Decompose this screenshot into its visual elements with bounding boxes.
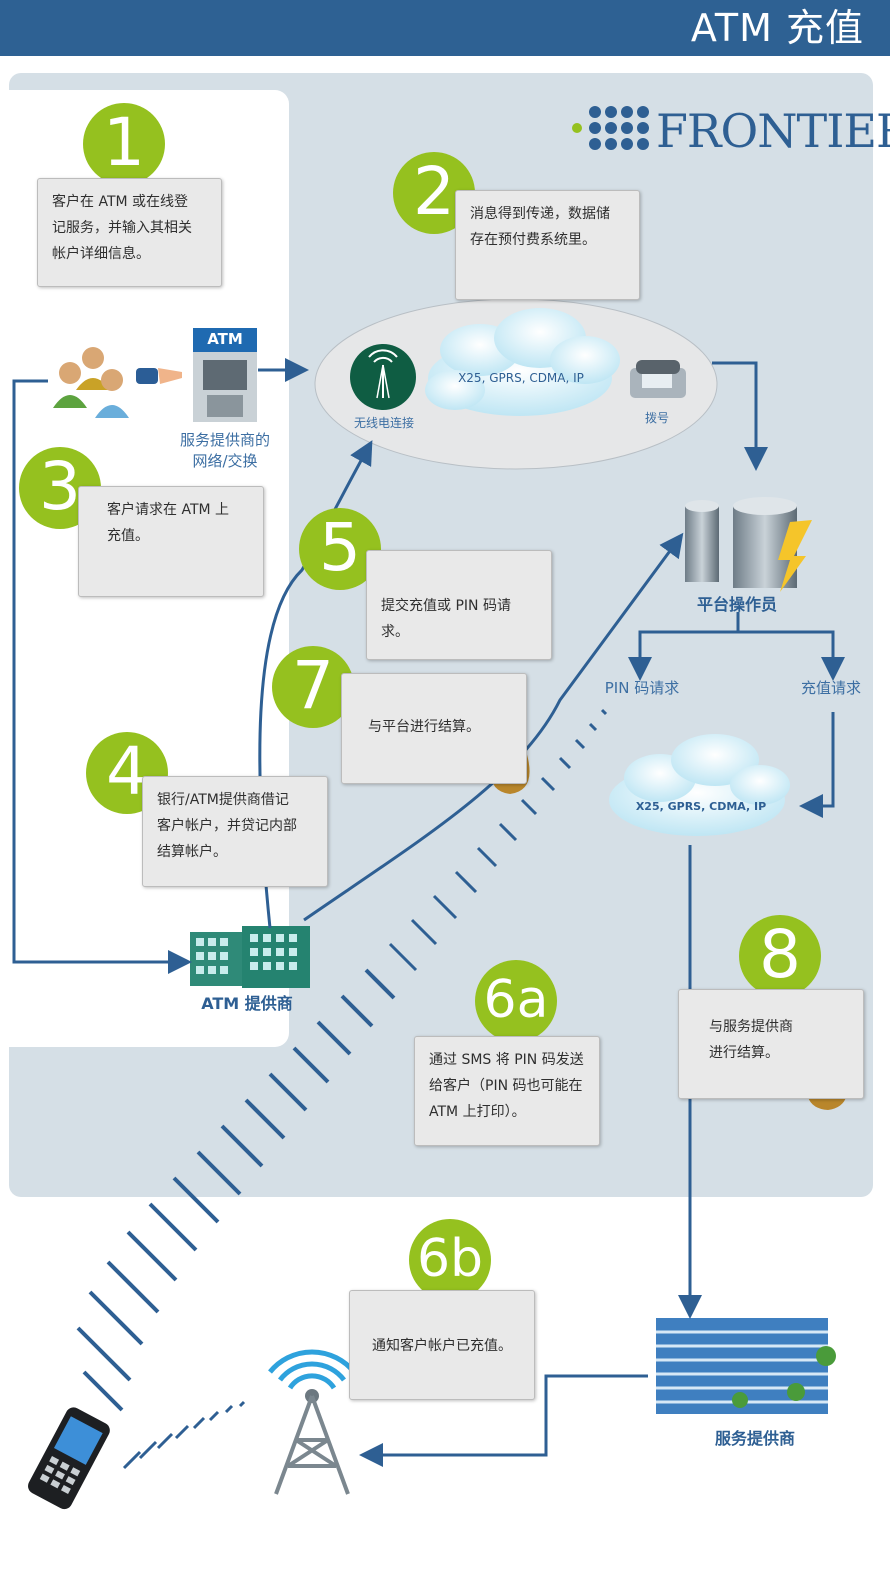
database-server-icon — [685, 497, 812, 592]
arrow-provider-to-tower — [359, 1374, 648, 1467]
step-6a-badge: 6a — [475, 960, 557, 1042]
cloud-icon — [609, 734, 790, 836]
arrow-topup-to-cloud — [799, 712, 835, 818]
step-1-badge: 1 — [83, 103, 165, 185]
step-3-box: 客户请求在 ATM 上 充值。 — [78, 486, 264, 597]
step-6b-box: 通知客户帐户已充值。 — [349, 1290, 535, 1400]
transmission-tower-icon — [268, 1349, 356, 1495]
cloud-icon — [425, 308, 620, 416]
arrow-loop-to-atm-provider — [12, 379, 192, 974]
platform-operator-label: 平台操作员 — [696, 595, 777, 614]
telephone-icon — [630, 360, 686, 398]
dialup-label: 拨号 — [644, 411, 669, 425]
page-title: ATM 充值 — [690, 6, 864, 50]
tower-to-phone-dashes — [122, 1400, 246, 1470]
logo-dots-icon — [572, 106, 649, 150]
step-7-box: 与平台进行结算。 — [341, 673, 527, 784]
step-5-box: 提交充值或 PIN 码请求。 — [366, 550, 552, 660]
step-7-badge: 7 — [272, 646, 354, 728]
pin-request-label: PIN 码请求 — [604, 679, 680, 697]
atm-provider-label: ATM 提供商 — [201, 994, 293, 1013]
logo-text: FRONTIER — [656, 104, 890, 158]
step-1-box: 客户在 ATM 或在线登 记服务，并输入其相关 帐户详细信息。 — [37, 178, 222, 287]
arrow-network-to-platform — [712, 361, 768, 471]
arrow-provider-to-platform — [303, 532, 684, 922]
customers-icon — [53, 347, 129, 418]
mobile-phone-icon — [28, 1407, 110, 1510]
provider-network-label: 服务提供商的 网络/交换 — [179, 431, 270, 470]
header-bar: ATM 充值 — [0, 0, 890, 56]
step-6a-box: 通过 SMS 将 PIN 码发送 给客户（PIN 码也可能在 ATM 上打印）。 — [414, 1036, 600, 1146]
wireless-label: 无线电连接 — [353, 416, 414, 430]
arrow-platform-split — [628, 612, 740, 681]
office-building-icon — [190, 926, 310, 988]
step-4-box: 银行/ATM提供商借记 客户帐户，并贷记内部 结算帐户。 — [142, 776, 328, 887]
step-6b-badge: 6b — [409, 1219, 491, 1301]
atm-sign-label: ATM — [207, 330, 243, 348]
hand-pointer-icon — [136, 368, 182, 384]
service-provider-label: 服务提供商 — [714, 1429, 795, 1448]
step-8-box: 与服务提供商 进行结算。 — [678, 989, 864, 1099]
step-8-badge: 8 — [739, 915, 821, 997]
atm-machine-icon — [193, 328, 257, 422]
network-cloud-label: X25, GPRS, CDMA, IP — [458, 371, 584, 385]
radio-tower-icon — [350, 344, 416, 410]
arrow-platform-split-right — [738, 630, 845, 681]
step-2-box: 消息得到传递，数据储 存在预付费系统里。 — [455, 190, 640, 300]
topup-request-label: 充值请求 — [800, 679, 861, 697]
frontier-logo: FRONTIER — [568, 100, 890, 162]
company-headquarters-icon — [656, 1318, 836, 1414]
sms-signal-dashes — [76, 708, 608, 1412]
cloud2-label: X25, GPRS, CDMA, IP — [635, 800, 767, 813]
